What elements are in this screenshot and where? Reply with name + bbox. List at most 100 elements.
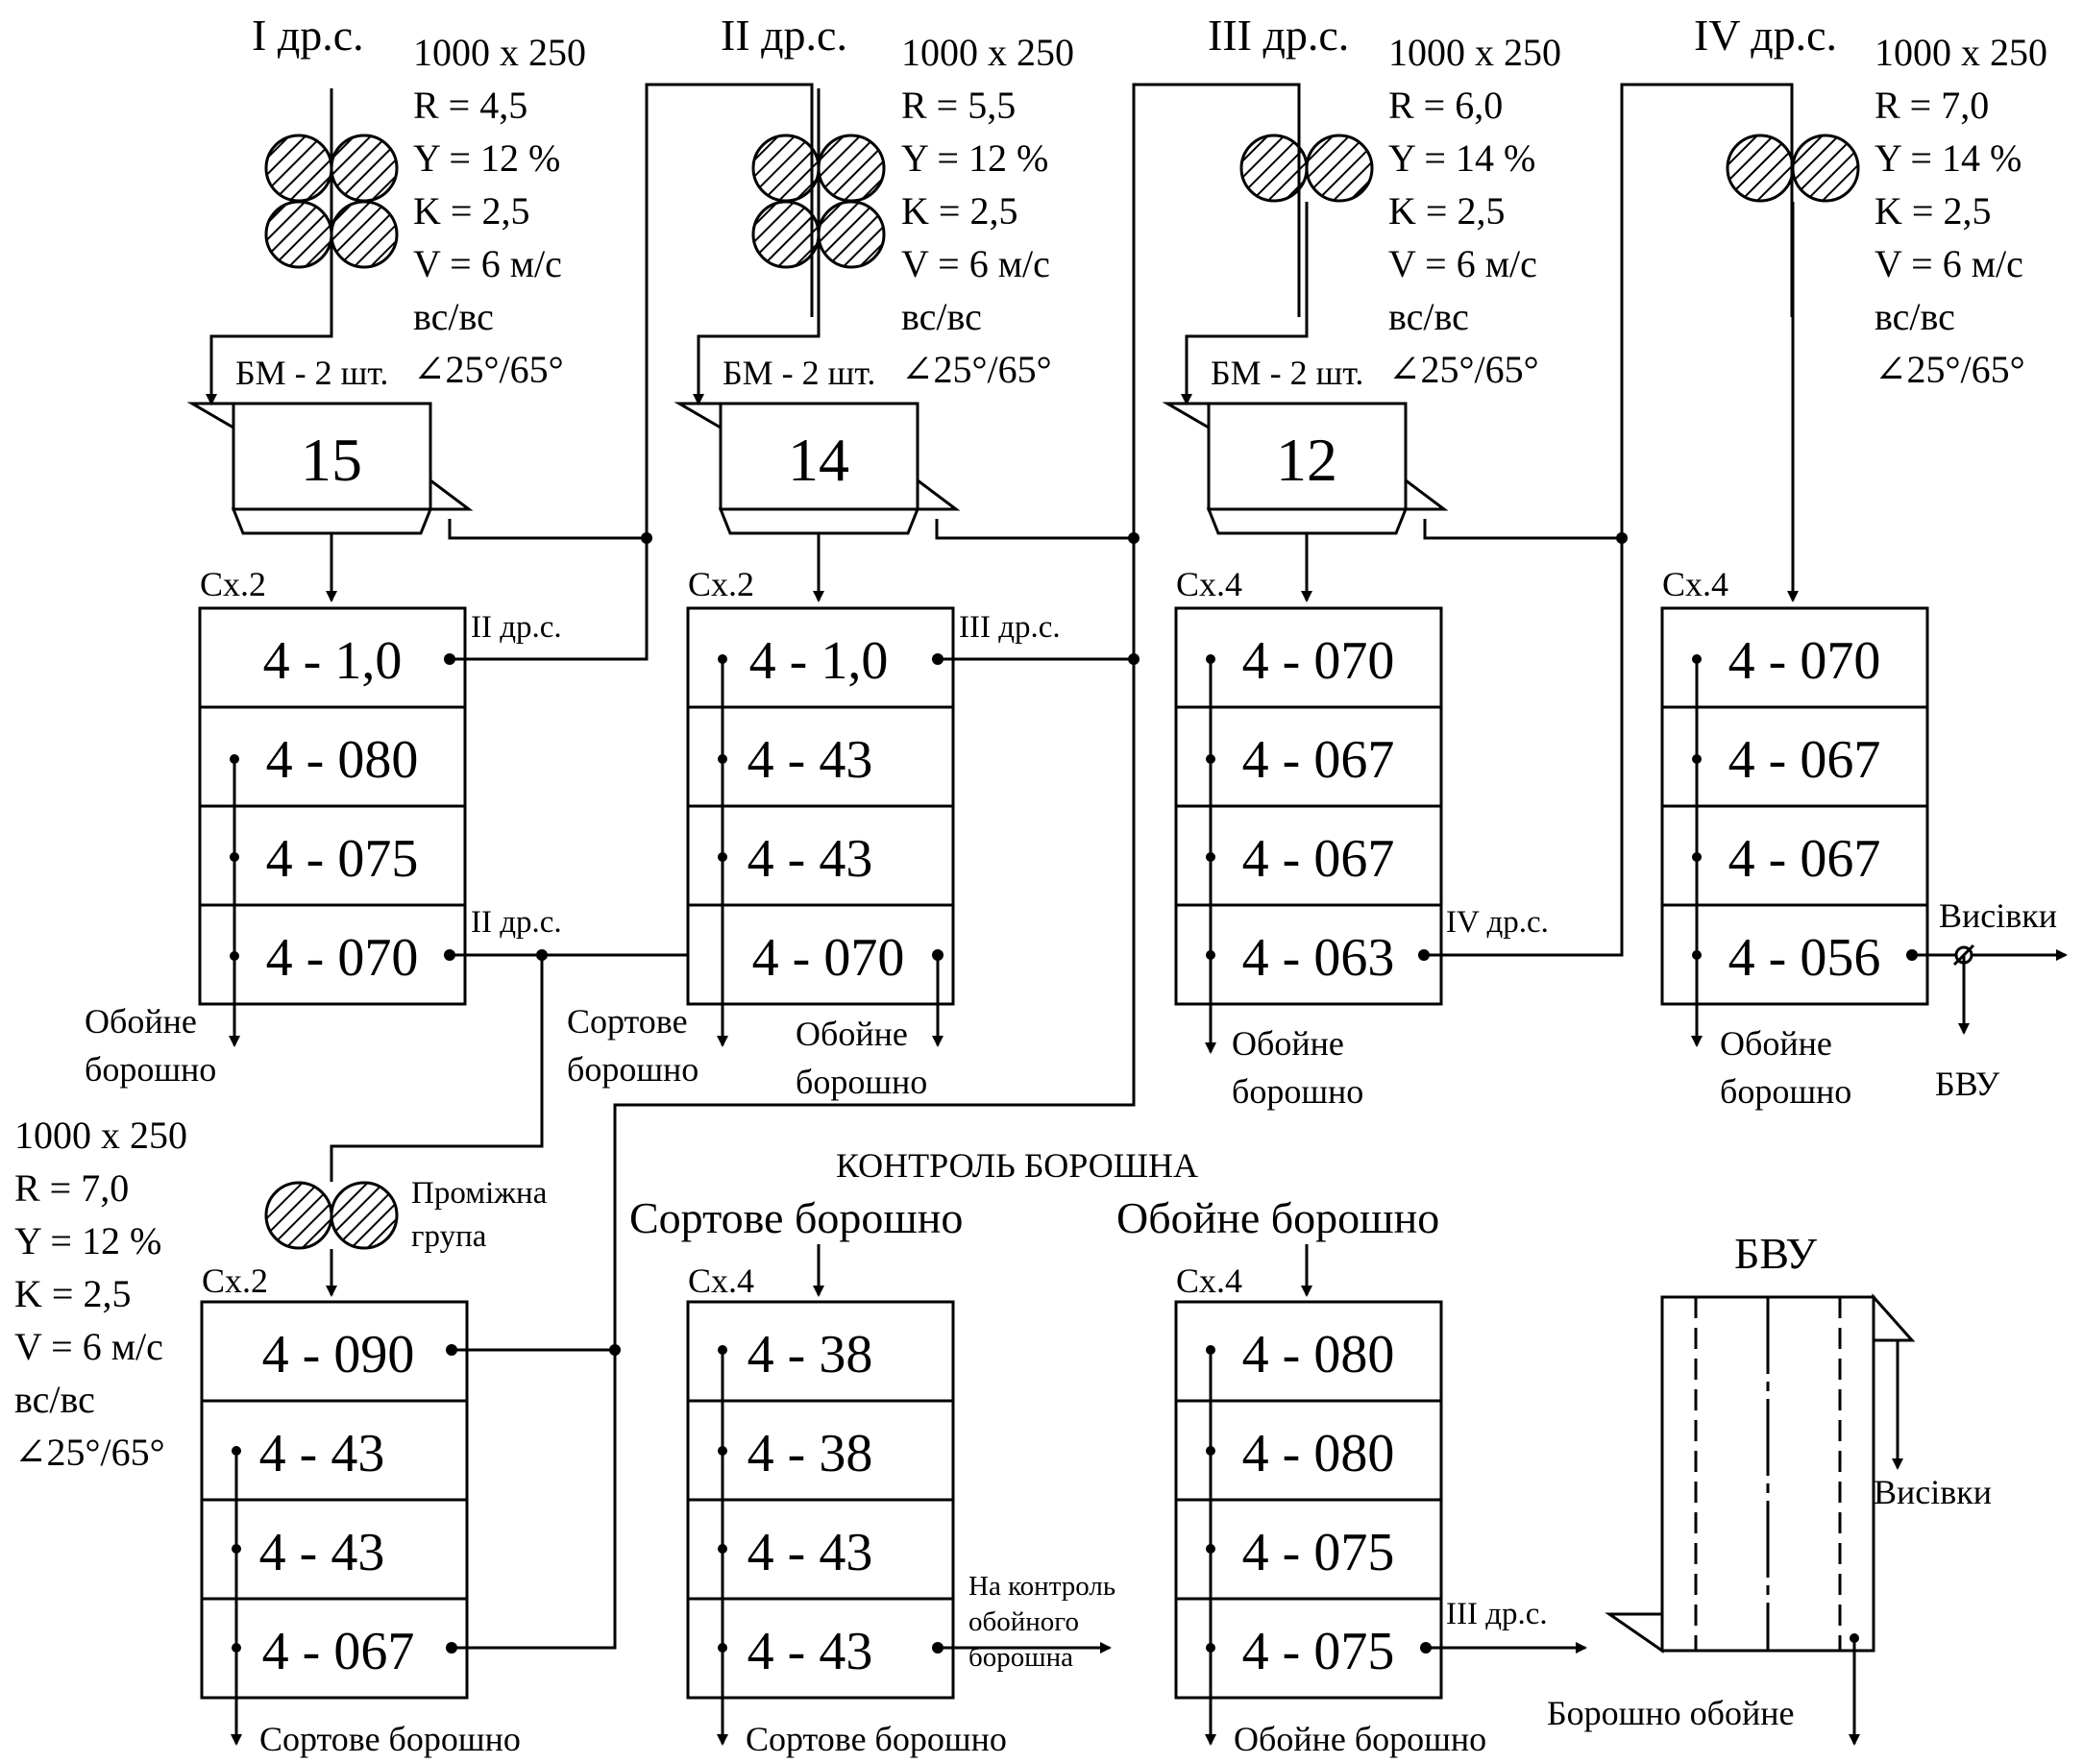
product-label: Обойне: [1232, 1024, 1344, 1063]
param-line: V = 6 м/с: [1875, 242, 2023, 285]
sieve-stack: 4 - 1,0 4 - 080 4 - 075 4 - 070: [198, 606, 467, 1006]
sieve-cell: 4 - 43: [747, 730, 873, 790]
param-line: V = 6 м/с: [14, 1325, 163, 1368]
system-title: IV др.с.: [1694, 11, 1837, 60]
param-line: вс/вс: [1875, 295, 1955, 338]
param-line: вс/вс: [413, 295, 494, 338]
sifter-machine: 15: [186, 402, 474, 535]
machine-number: 14: [788, 426, 849, 494]
sieve-cell: 4 - 075: [1242, 1622, 1395, 1681]
param-line: R = 6,0: [1388, 84, 1503, 127]
column-title: Обойне борошно: [1116, 1193, 1439, 1242]
scheme-label: Сх.4: [688, 1262, 754, 1300]
rolls-icon: [1239, 134, 1374, 203]
scheme-label: Сх.2: [688, 565, 754, 603]
flow-label: борошна: [968, 1642, 1073, 1673]
param-line: 1000 х 250: [1388, 31, 1561, 74]
flow-label: обойного: [968, 1606, 1079, 1637]
sieve-stack: 4 - 070 4 - 067 4 - 067 4 - 063: [1174, 606, 1443, 1006]
sieve-cell: 4 - 067: [1242, 829, 1395, 889]
product-label: Обойне: [85, 1002, 197, 1041]
param-line: вс/вс: [14, 1378, 95, 1421]
param-line: Y = 12 %: [14, 1219, 161, 1262]
system-title: III др.с.: [1208, 11, 1349, 60]
scheme-label: Сх.4: [1662, 565, 1728, 603]
sieve-cell: 4 - 070: [752, 928, 905, 988]
product-label: борошно: [1720, 1072, 1851, 1111]
section-title: КОНТРОЛЬ БОРОШНА: [836, 1146, 1198, 1185]
system-title: I др.с.: [252, 11, 364, 60]
flow-label: БВУ: [1935, 1065, 2000, 1103]
product-label: Борошно обойне: [1547, 1694, 1794, 1732]
scheme-label: Сх.2: [200, 565, 266, 603]
angle-label: ∠25°/65°: [1388, 348, 1539, 391]
sieve-cell: 4 - 43: [259, 1424, 385, 1483]
param-line: K = 2,5: [413, 189, 529, 233]
sieve-cell: 4 - 43: [259, 1523, 385, 1582]
sieve-cell: 4 - 43: [747, 1523, 873, 1582]
scheme-label: Сх.2: [202, 1262, 268, 1300]
product-label: борошно: [1232, 1072, 1363, 1111]
product-label: Обойне: [796, 1015, 908, 1053]
param-line: K = 2,5: [14, 1272, 131, 1315]
product-label: борошно: [796, 1063, 927, 1101]
sieve-stack: 4 - 38 4 - 38 4 - 43 4 - 43: [686, 1300, 955, 1700]
sieve-cell: 4 - 1,0: [263, 631, 403, 691]
product-label: Сортове борошно: [259, 1720, 521, 1758]
system-title: II др.с.: [721, 11, 847, 60]
param-line: 1000 х 250: [14, 1114, 187, 1157]
sieve-cell: 4 - 067: [1728, 730, 1881, 790]
param-line: вс/вс: [901, 295, 982, 338]
product-label: Сортове борошно: [746, 1720, 1007, 1758]
sieve-cell: 4 - 067: [262, 1622, 415, 1681]
param-line: K = 2,5: [901, 189, 1017, 233]
param-line: 1000 х 250: [1875, 31, 2047, 74]
product-label: Сортове: [567, 1002, 688, 1041]
sifter-machine: 12: [1162, 402, 1449, 535]
bm-label: БМ - 2 шт.: [1211, 354, 1363, 392]
flow-label: На контроль: [968, 1571, 1115, 1602]
flour-control: КОНТРОЛЬ БОРОШНА Сортове борошно Сх.4 4 …: [629, 1146, 1587, 1758]
param-line: 1000 х 250: [901, 31, 1074, 74]
sieve-cell: 4 - 090: [262, 1325, 415, 1384]
angle-label: ∠25°/65°: [901, 348, 1052, 391]
param-line: Y = 14 %: [1388, 136, 1535, 180]
param-line: R = 4,5: [413, 84, 527, 127]
sieve-stack: 4 - 1,0 4 - 43 4 - 43 4 - 070: [686, 606, 955, 1006]
param-line: Y = 12 %: [413, 136, 560, 180]
system-3: III др.с. 1000 х 250 R = 6,0 Y = 14 % K …: [1162, 11, 1794, 1111]
sieve-cell: 4 - 067: [1728, 829, 1881, 889]
product-label: борошно: [567, 1050, 698, 1089]
flow-label: Висівки: [1939, 896, 2057, 935]
rolls-icon: [1726, 134, 1860, 203]
sieve-cell: 4 - 070: [1728, 631, 1881, 691]
sieve-cell: 4 - 075: [266, 829, 419, 889]
sieve-cell: 4 - 067: [1242, 730, 1395, 790]
angle-label: ∠25°/65°: [1875, 348, 2025, 391]
param-line: R = 7,0: [1875, 84, 1989, 127]
sieve-cell: 4 - 080: [266, 730, 419, 790]
param-line: V = 6 м/с: [1388, 242, 1537, 285]
group-label: група: [411, 1219, 487, 1254]
flow-label: Висівки: [1874, 1473, 1992, 1511]
sieve-cell: 4 - 1,0: [749, 631, 889, 691]
machine-number: 12: [1276, 426, 1337, 494]
sieve-cell: 4 - 38: [747, 1424, 873, 1483]
sieve-cell: 4 - 056: [1728, 928, 1881, 988]
param-line: R = 7,0: [14, 1166, 129, 1210]
sieve-cell: 4 - 070: [1242, 631, 1395, 691]
bm-label: БМ - 2 шт.: [235, 354, 388, 392]
sieve-cell: 4 - 075: [1242, 1523, 1395, 1582]
param-line: K = 2,5: [1388, 189, 1505, 233]
scheme-label: Сх.4: [1176, 1262, 1242, 1300]
param-line: Y = 12 %: [901, 136, 1048, 180]
param-line: 1000 х 250: [413, 31, 586, 74]
sieve-cell: 4 - 43: [747, 1622, 873, 1681]
sieve-cell: 4 - 070: [266, 928, 419, 988]
system-1: I др.с. 1000 х 250 R = 4,5 Y = 12 % K = …: [85, 11, 814, 1089]
flow-label: III др.с.: [1446, 1597, 1548, 1631]
param-line: V = 6 м/с: [413, 242, 562, 285]
param-line: K = 2,5: [1875, 189, 1991, 233]
param-line: R = 5,5: [901, 84, 1016, 127]
